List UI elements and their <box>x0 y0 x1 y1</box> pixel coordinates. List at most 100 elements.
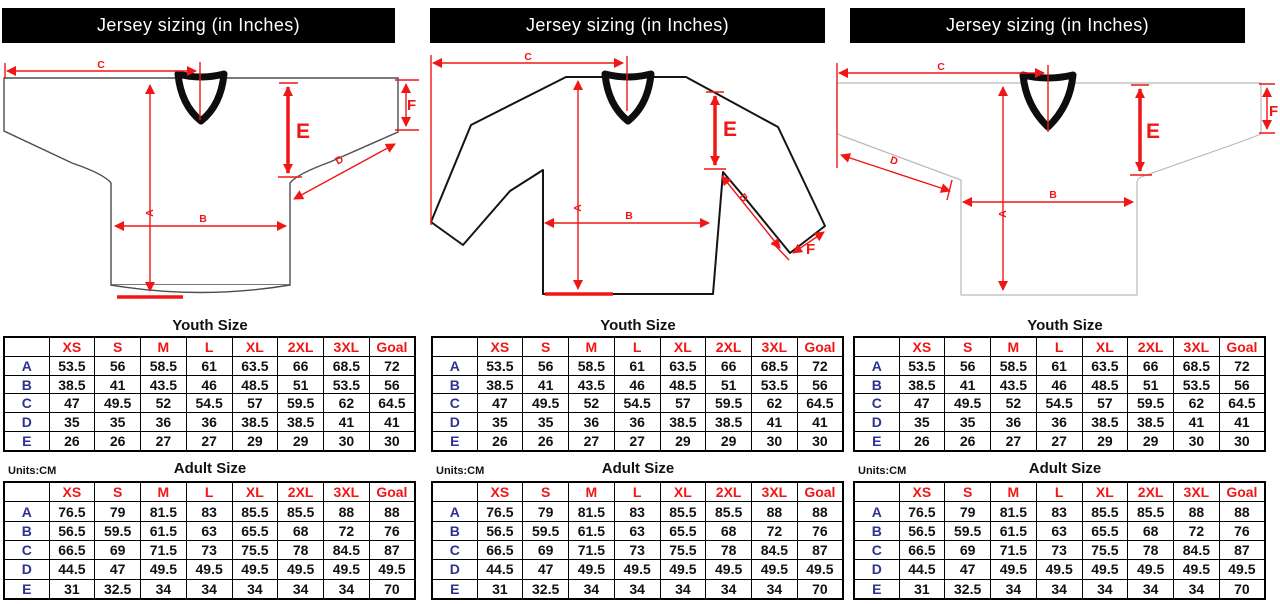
size-column-header: L <box>185 336 233 357</box>
measure-label-F: F <box>1269 103 1278 120</box>
size-value-cell: 79 <box>94 501 141 522</box>
size-value-cell: 63 <box>185 520 233 541</box>
size-value-cell: 76.5 <box>476 501 524 522</box>
size-value-cell: 56 <box>944 355 991 376</box>
size-value-cell: 88 <box>368 501 416 522</box>
size-value-cell: 36 <box>613 412 661 433</box>
size-value-cell: 65.5 <box>659 520 707 541</box>
size-column-header: XL <box>231 336 279 357</box>
size-column-header: XS <box>898 481 946 503</box>
corner-cell <box>431 481 478 503</box>
measure-label-D: D <box>888 154 899 168</box>
measure-F: F <box>395 79 419 131</box>
size-value-cell: 49.5 <box>613 559 661 580</box>
size-value-cell: 35 <box>522 412 569 433</box>
size-value-cell: 66 <box>1127 355 1174 376</box>
size-value-cell: 61 <box>613 355 661 376</box>
measure-row-label: A <box>431 355 478 376</box>
measure-row-label: D <box>431 412 478 433</box>
size-column-header: XS <box>476 481 524 503</box>
measure-row-label: E <box>431 578 478 600</box>
size-value-cell: 41 <box>751 412 798 433</box>
size-value-cell: 63.5 <box>659 355 707 376</box>
size-value-cell: 53.5 <box>898 355 946 376</box>
size-value-cell: 34 <box>185 578 233 600</box>
size-value-cell: 56 <box>94 355 141 376</box>
measure-label-F: F <box>806 241 815 258</box>
size-column-header: M <box>990 481 1037 503</box>
size-value-cell: 26 <box>48 431 96 452</box>
size-value-cell: 79 <box>944 501 991 522</box>
measure-label-A: A <box>572 204 584 212</box>
size-value-cell: 29 <box>659 431 707 452</box>
size-value-cell: 49.5 <box>751 559 798 580</box>
measure-A: A <box>997 86 1009 291</box>
sizing-panel-1: Jersey sizing (in Inches) C A <box>0 0 420 604</box>
panel-title-bar: Jersey sizing (in Inches) <box>430 8 825 43</box>
size-value-cell: 68 <box>705 520 752 541</box>
size-value-cell: 38.5 <box>659 412 707 433</box>
panel-title-bar: Jersey sizing (in Inches) <box>850 8 1245 43</box>
size-value-cell: 36 <box>185 412 233 433</box>
size-value-cell: 83 <box>185 501 233 522</box>
size-value-cell: 49.5 <box>705 559 752 580</box>
size-value-cell: 76.5 <box>898 501 946 522</box>
size-value-cell: 83 <box>613 501 661 522</box>
size-value-cell: 47 <box>898 393 946 414</box>
size-column-header: Goal <box>1218 481 1266 503</box>
size-value-cell: 46 <box>613 374 661 395</box>
size-value-cell: 59.5 <box>705 393 752 414</box>
size-value-cell: 49.5 <box>1035 559 1083 580</box>
size-value-cell: 48.5 <box>231 374 279 395</box>
units-label: Units:CM <box>8 465 57 477</box>
size-value-cell: 34 <box>231 578 279 600</box>
size-value-cell: 63.5 <box>231 355 279 376</box>
measure-row-label: E <box>853 431 900 452</box>
size-column-header: XS <box>476 336 524 357</box>
panel-title: Jersey sizing (in Inches) <box>945 15 1150 35</box>
size-value-cell: 75.5 <box>1081 539 1129 561</box>
size-value-cell: 49.5 <box>323 559 370 580</box>
size-column-header: 3XL <box>751 481 798 503</box>
measure-row-label: E <box>431 431 478 452</box>
size-value-cell: 36 <box>568 412 615 433</box>
size-value-cell: 49.5 <box>140 559 187 580</box>
measure-row-label: D <box>431 559 478 580</box>
units-label: Units:CM <box>858 465 907 477</box>
size-value-cell: 88 <box>751 501 798 522</box>
size-value-cell: 27 <box>568 431 615 452</box>
size-column-header: 2XL <box>277 481 324 503</box>
size-column-header: L <box>613 336 661 357</box>
size-value-cell: 57 <box>231 393 279 414</box>
size-value-cell: 78 <box>277 539 324 561</box>
measure-label-C: C <box>937 61 945 73</box>
size-value-cell: 43.5 <box>990 374 1037 395</box>
size-value-cell: 49.5 <box>94 393 141 414</box>
corner-cell <box>3 336 50 357</box>
measure-row-label: B <box>431 374 478 395</box>
size-value-cell: 41 <box>1173 412 1220 433</box>
measure-row-label: A <box>853 355 900 376</box>
size-value-cell: 32.5 <box>522 578 569 600</box>
youth-table-title: Youth Size <box>1027 317 1103 334</box>
size-value-cell: 78 <box>1127 539 1174 561</box>
size-value-cell: 30 <box>751 431 798 452</box>
size-value-cell: 57 <box>659 393 707 414</box>
size-value-cell: 47 <box>522 559 569 580</box>
measure-E: E <box>704 91 737 170</box>
size-value-cell: 73 <box>1035 539 1083 561</box>
size-value-cell: 64.5 <box>1218 393 1266 414</box>
size-column-header: S <box>944 481 991 503</box>
jersey-outline <box>430 76 826 295</box>
size-value-cell: 41 <box>94 374 141 395</box>
size-value-cell: 88 <box>796 501 844 522</box>
neck-opening <box>174 70 228 125</box>
